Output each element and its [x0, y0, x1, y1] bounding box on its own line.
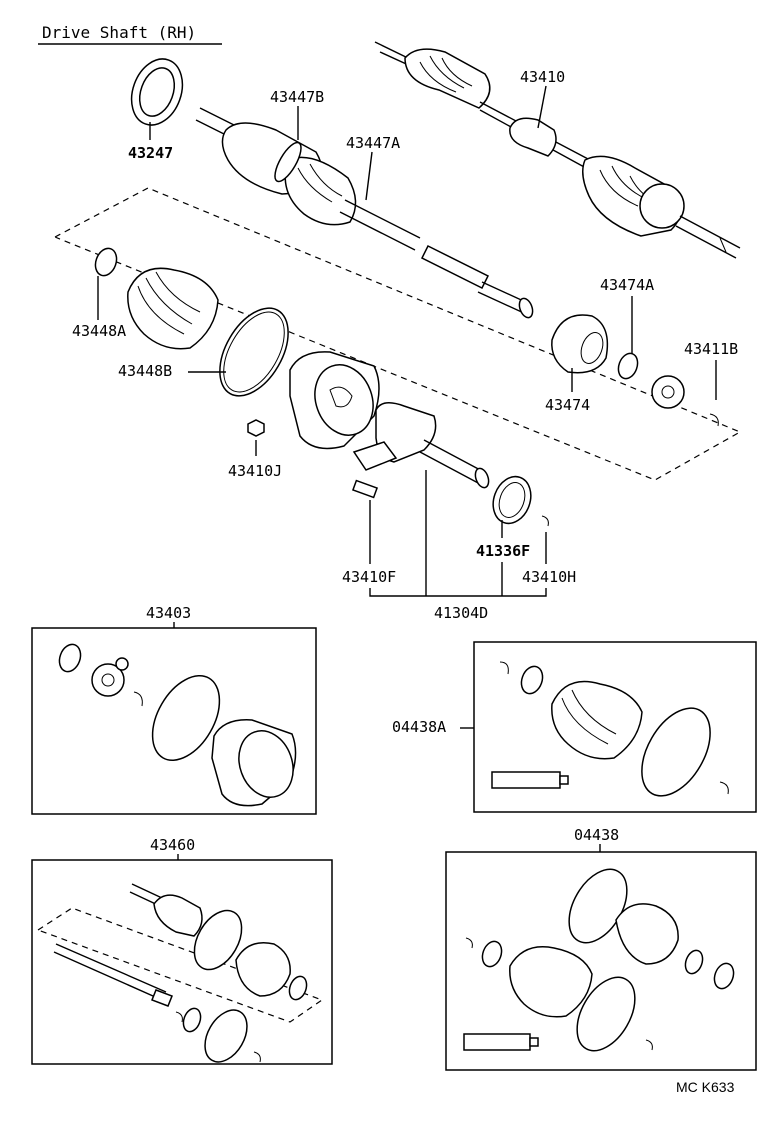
cv-boot-icon: [509, 903, 679, 1018]
snap-ring-icon: [719, 781, 729, 795]
label-43447B: 43447B: [270, 88, 324, 106]
large-boot-clamp-icon: [219, 307, 289, 397]
label-43247: 43247: [128, 144, 173, 162]
label-43447A: 43447A: [346, 134, 400, 152]
label-43410J: 43410J: [228, 462, 282, 480]
label-41336F: 41336F: [476, 542, 530, 560]
dashed-group-outline: [54, 187, 742, 481]
inner-shaft-icon: [195, 107, 534, 319]
large-boot-clamp-icon: [641, 707, 711, 797]
intermediate-shaft-icon: [352, 402, 490, 489]
cv-boot-icon: [127, 267, 219, 350]
label-43460: 43460: [150, 836, 195, 854]
snap-ring-icon: [541, 515, 549, 527]
large-boot-clamp-icon: [576, 976, 636, 1052]
dust-cover-icon: [551, 314, 609, 374]
drive-shaft-assembly-icon: [374, 41, 741, 259]
label-43411B: 43411B: [684, 340, 738, 358]
outer-joint-housing-icon: [289, 351, 380, 450]
label-04438: 04438: [574, 826, 619, 844]
boot-clamp-icon: [94, 247, 118, 277]
kit-box-04438: [445, 851, 757, 1071]
bearing-seal-icon: [492, 475, 532, 525]
snap-ring-icon: [253, 1051, 261, 1063]
small-clamp-icon: [617, 352, 639, 380]
kit-box-04438A: [473, 641, 757, 813]
label-43410: 43410: [520, 68, 565, 86]
snap-ring-icon: [465, 937, 473, 949]
label-41304D: 41304D: [434, 604, 488, 622]
kit-box-43403: [31, 627, 317, 815]
label-43410H: 43410H: [522, 568, 576, 586]
label-43448B: 43448B: [118, 362, 172, 380]
label-43474: 43474: [545, 396, 590, 414]
inner-shaft-icon: [53, 883, 203, 1007]
boot-clamp-icon: [481, 940, 735, 990]
snap-ring-icon: [645, 1039, 653, 1051]
snap-ring-icon: [133, 691, 143, 707]
label-43474A: 43474A: [600, 276, 654, 294]
snap-ring-icon: [709, 413, 719, 427]
snap-ring-icon: [175, 1011, 183, 1023]
tripod-joint-icon: [651, 375, 685, 409]
label-43448A: 43448A: [72, 322, 126, 340]
leader-43410: [537, 85, 547, 129]
large-boot-clamp-icon: [204, 1009, 248, 1063]
tripod-joint-icon: [91, 657, 129, 697]
catalog-code: MC K633: [676, 1079, 735, 1095]
grease-tube-icon: [491, 771, 569, 789]
bolt-icon: [351, 479, 379, 499]
outer-joint-housing-icon: [211, 719, 297, 807]
bracket-41304D: [369, 588, 547, 597]
oil-seal-icon: [130, 58, 184, 126]
leader-43447A: [365, 151, 373, 201]
boot-clamp-icon: [182, 975, 308, 1033]
label-04438A: 04438A: [392, 718, 446, 736]
grease-tube-icon: [463, 1033, 539, 1051]
label-43403: 43403: [146, 604, 191, 622]
large-boot-clamp-icon: [193, 909, 243, 971]
snap-ring-icon: [499, 661, 509, 675]
cv-boot-icon: [235, 942, 291, 997]
boot-clamp-icon: [520, 665, 544, 695]
diagram-title: Drive Shaft (RH): [42, 23, 196, 42]
cv-boot-icon: [551, 680, 643, 760]
nut-icon: [247, 419, 265, 437]
kit-box-43460: [31, 859, 333, 1065]
large-boot-clamp-icon: [151, 675, 221, 761]
dashed-subgroup-outline: [37, 907, 324, 1023]
boot-clamp-icon: [58, 643, 82, 673]
label-43410F: 43410F: [342, 568, 396, 586]
